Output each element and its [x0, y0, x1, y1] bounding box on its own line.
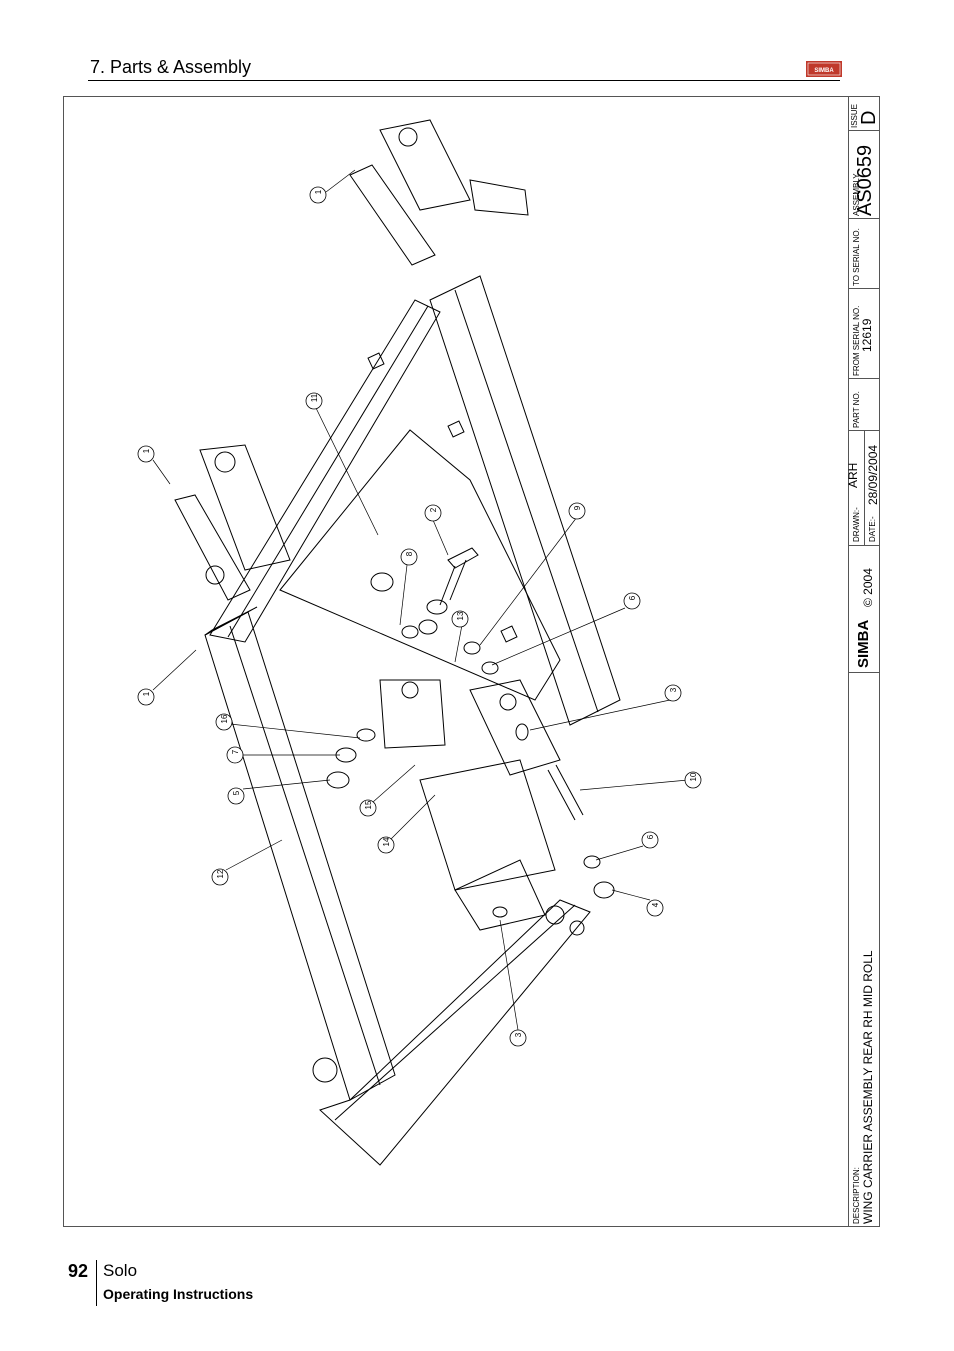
title-block-divider: [848, 545, 880, 546]
callout-balloon: [641, 831, 659, 849]
callout-balloon: [451, 610, 469, 628]
date-value: 28/09/2004: [866, 444, 880, 505]
callout-label: 2: [429, 507, 438, 512]
title-block-divider: [848, 430, 880, 431]
callout-balloon: [359, 799, 377, 817]
callout-balloon: [305, 392, 323, 410]
footer-title: Solo: [103, 1261, 138, 1280]
callout-balloon: [568, 502, 586, 520]
simba-logo: SIMBA: [806, 61, 842, 77]
callout-label: 15: [364, 800, 373, 809]
part-no-label: PART NO.: [852, 391, 861, 428]
page-number: 92: [68, 1261, 89, 1281]
callout-label: 6: [646, 834, 655, 839]
callout-label: 3: [514, 1032, 523, 1037]
callout-label: 14: [382, 837, 391, 846]
title-block-divider: [848, 378, 880, 379]
callout-label: 11: [310, 393, 319, 402]
callout-label: 12: [216, 869, 225, 878]
callout-balloon: [309, 186, 327, 204]
callout-balloon: [664, 684, 682, 702]
title-block-divider: [848, 288, 880, 289]
drawn-label: DRAWN:-: [852, 507, 861, 542]
title-block-divider: [848, 672, 880, 673]
callout-label: 10: [689, 772, 698, 781]
section-title: 7. Parts & Assembly: [90, 57, 252, 77]
callout-balloon: [684, 771, 702, 789]
simba-title-logo: SIMBA: [855, 620, 872, 668]
title-block-divider: [864, 430, 865, 545]
callout-label: 1: [142, 448, 151, 453]
svg-text:SIMBA: SIMBA: [855, 620, 872, 668]
callout-balloon: [509, 1029, 527, 1047]
callout-label: 5: [232, 790, 241, 795]
callout-balloon: [227, 787, 245, 805]
callout-balloon: [226, 746, 244, 764]
callout-label: 8: [405, 551, 414, 556]
title-block-divider: [848, 130, 880, 131]
callout-label: 7: [231, 749, 240, 754]
from-serial-value: 12619: [860, 318, 874, 352]
callout-balloon: [215, 713, 233, 731]
title-block-divider: [848, 218, 880, 219]
svg-text:SIMBA: SIMBA: [814, 68, 834, 74]
date-label: DATE:-: [868, 516, 877, 542]
assembly-value: AS0659: [854, 144, 876, 216]
title-block-divider: [848, 96, 849, 1227]
header-rule: [88, 80, 840, 81]
callout-balloon: [377, 836, 395, 854]
drawn-value: ARH: [846, 462, 860, 488]
callout-balloon: [646, 899, 664, 917]
to-serial-label: TO SERIAL NO.: [852, 228, 861, 286]
issue-value: D: [858, 110, 880, 125]
callout-label: 1: [314, 189, 323, 194]
exploded-assembly-drawing: 1 1 1 2 3 3 4 5 6 6 7 8 9 10 11 12 13 14…: [137, 119, 702, 1166]
callout-label: 1: [142, 691, 151, 696]
footer-subtitle: Operating Instructions: [103, 1286, 254, 1302]
callout-balloon: [623, 592, 641, 610]
description-label: DESCRIPTION:: [852, 1167, 861, 1224]
callout-label: 6: [628, 595, 637, 600]
callout-balloon: [137, 445, 155, 463]
description-text: WING CARRIER ASSEMBLY REAR RH MID ROLL: [861, 950, 875, 1224]
callout-label: 4: [651, 902, 660, 907]
callout-balloon: [424, 504, 442, 522]
footer-rule: [96, 1260, 97, 1306]
callout-balloon: [137, 688, 155, 706]
copyright-text: © 2004: [861, 568, 875, 607]
callout-label: 3: [669, 687, 678, 692]
callout-balloon: [211, 868, 229, 886]
callout-balloon: [400, 548, 418, 566]
callout-label: 9: [573, 505, 582, 510]
drawing-frame: [63, 96, 880, 1227]
callout-label: 13: [456, 611, 465, 620]
callout-label: 16: [220, 714, 229, 723]
